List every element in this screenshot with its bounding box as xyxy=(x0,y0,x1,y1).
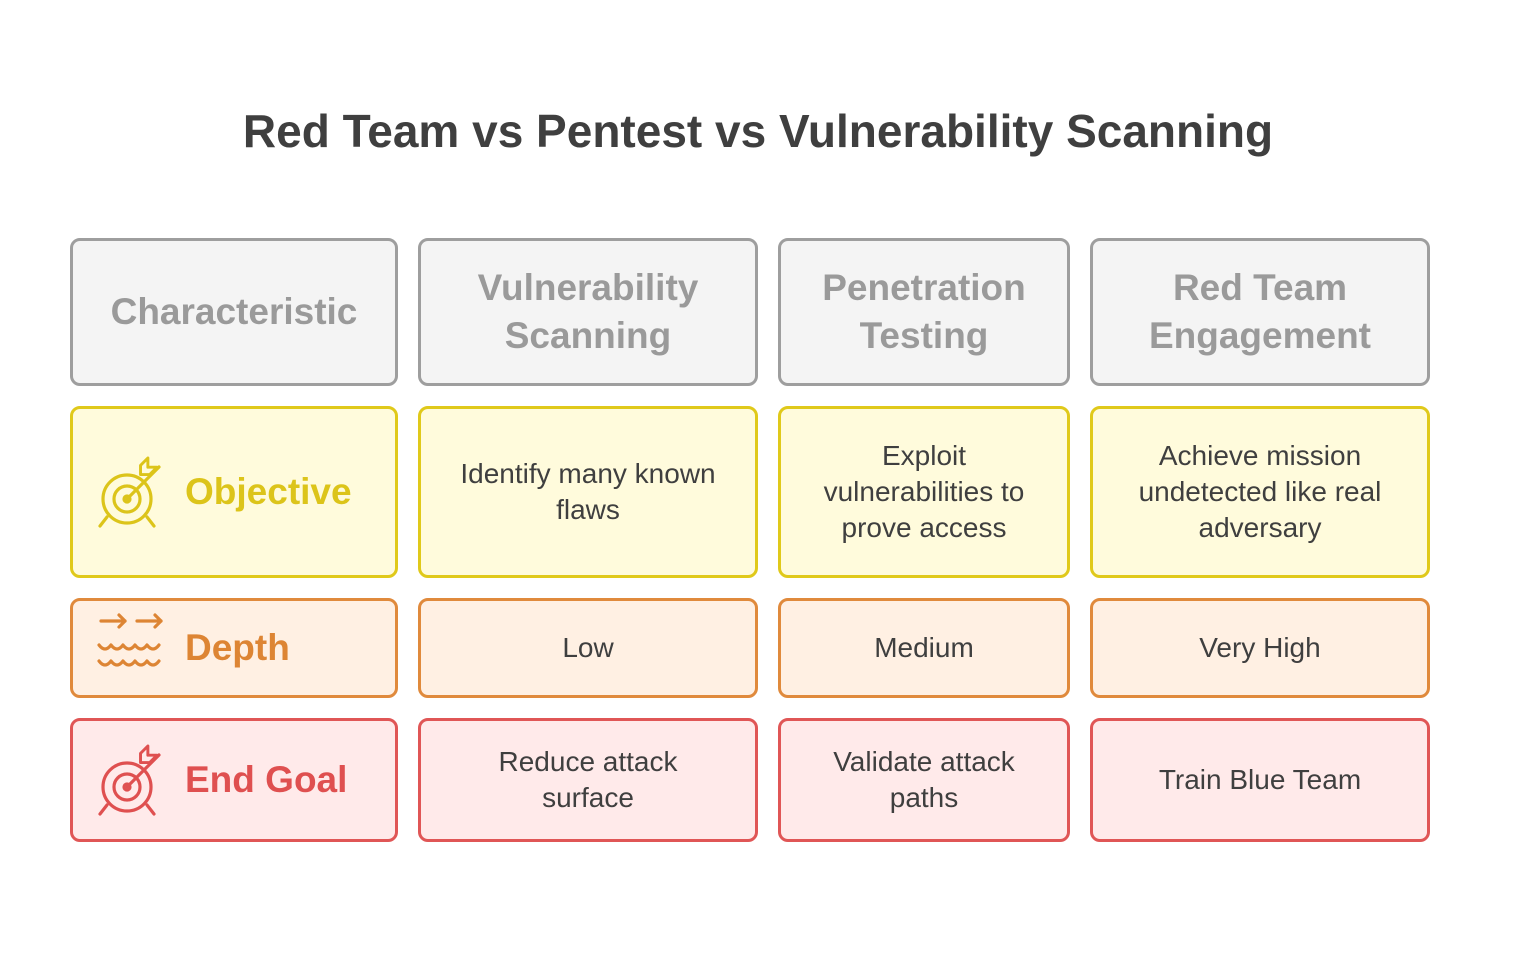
target-arrow-icon xyxy=(95,743,169,817)
row-label-text: End Goal xyxy=(185,759,348,800)
row-label-text: Objective xyxy=(185,471,352,512)
header-red-team-engagement: Red Team Engagement xyxy=(1090,238,1430,386)
cell-endgoal-penetration-testing: Validate attack paths xyxy=(778,718,1070,842)
header-vulnerability-scanning: Vulnerability Scanning xyxy=(418,238,758,386)
cell-depth-vulnerability-scanning: Low xyxy=(418,598,758,698)
cell-endgoal-vulnerability-scanning: Reduce attack surface xyxy=(418,718,758,842)
cell-objective-vulnerability-scanning: Identify many known flaws xyxy=(418,406,758,578)
cell-depth-penetration-testing: Medium xyxy=(778,598,1070,698)
row-label-end-goal: End Goal xyxy=(70,718,398,842)
row-label-text: Depth xyxy=(185,627,290,668)
cell-objective-penetration-testing: Exploit vulnerabilities to prove access xyxy=(778,406,1070,578)
target-arrow-icon xyxy=(95,455,169,529)
page-title: Red Team vs Pentest vs Vulnerability Sca… xyxy=(242,105,1274,157)
header-characteristic: Characteristic xyxy=(70,238,398,386)
cell-depth-red-team: Very High xyxy=(1090,598,1430,698)
waves-arrows-icon xyxy=(95,611,169,685)
row-label-objective: Objective xyxy=(70,406,398,578)
header-penetration-testing: Penetration Testing xyxy=(778,238,1070,386)
cell-objective-red-team: Achieve mission undetected like real adv… xyxy=(1090,406,1430,578)
row-label-depth: Depth xyxy=(70,598,398,698)
cell-endgoal-red-team: Train Blue Team xyxy=(1090,718,1430,842)
